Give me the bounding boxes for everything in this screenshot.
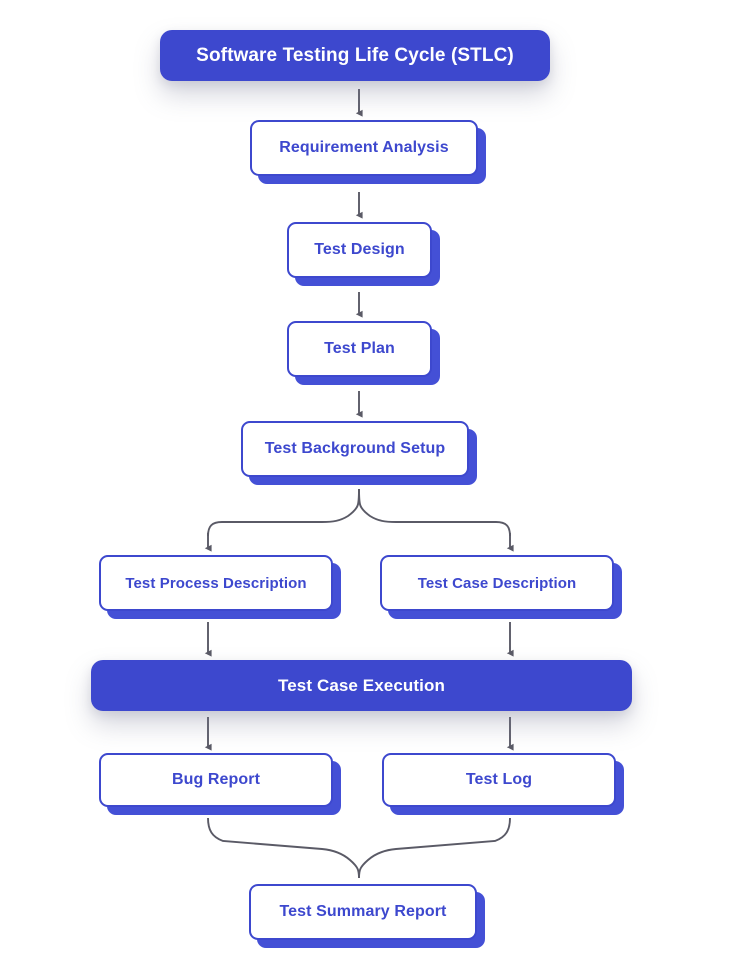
node-test-summary-report[interactable]: Test Summary Report bbox=[249, 884, 477, 940]
node-test-design[interactable]: Test Design bbox=[287, 222, 432, 278]
node-test-case-execution-label: Test Case Execution bbox=[278, 675, 445, 695]
node-test-background-setup[interactable]: Test Background Setup bbox=[241, 421, 469, 477]
node-bug-report-label: Bug Report bbox=[171, 771, 261, 788]
node-test-case-description-label: Test Case Description bbox=[417, 574, 577, 592]
node-test-process-description-label: Test Process Description bbox=[125, 574, 307, 592]
connector-merge-left bbox=[207, 817, 360, 879]
node-bug-report[interactable]: Bug Report bbox=[99, 753, 333, 807]
node-test-log[interactable]: Test Log bbox=[382, 753, 616, 807]
node-test-log-label: Test Log bbox=[465, 771, 533, 788]
node-test-design-label: Test Design bbox=[314, 241, 405, 258]
node-test-background-setup-label: Test Background Setup bbox=[264, 440, 446, 457]
node-test-process-description[interactable]: Test Process Description bbox=[99, 555, 333, 611]
node-test-case-execution[interactable]: Test Case Execution bbox=[91, 660, 632, 711]
node-requirement-analysis-label: Requirement Analysis bbox=[279, 139, 449, 156]
node-test-case-description[interactable]: Test Case Description bbox=[380, 555, 614, 611]
node-stlc-label: Software Testing Life Cycle (STLC) bbox=[196, 44, 514, 66]
node-requirement-analysis[interactable]: Requirement Analysis bbox=[250, 120, 478, 176]
connector-merge-right bbox=[358, 817, 511, 879]
node-test-plan[interactable]: Test Plan bbox=[287, 321, 432, 377]
node-test-plan-label: Test Plan bbox=[324, 340, 395, 357]
connector-background-setup-split-right bbox=[358, 488, 511, 537]
node-stlc[interactable]: Software Testing Life Cycle (STLC) bbox=[160, 30, 550, 81]
node-test-summary-report-label: Test Summary Report bbox=[279, 903, 447, 920]
connector-background-setup-split-stem bbox=[207, 488, 360, 537]
